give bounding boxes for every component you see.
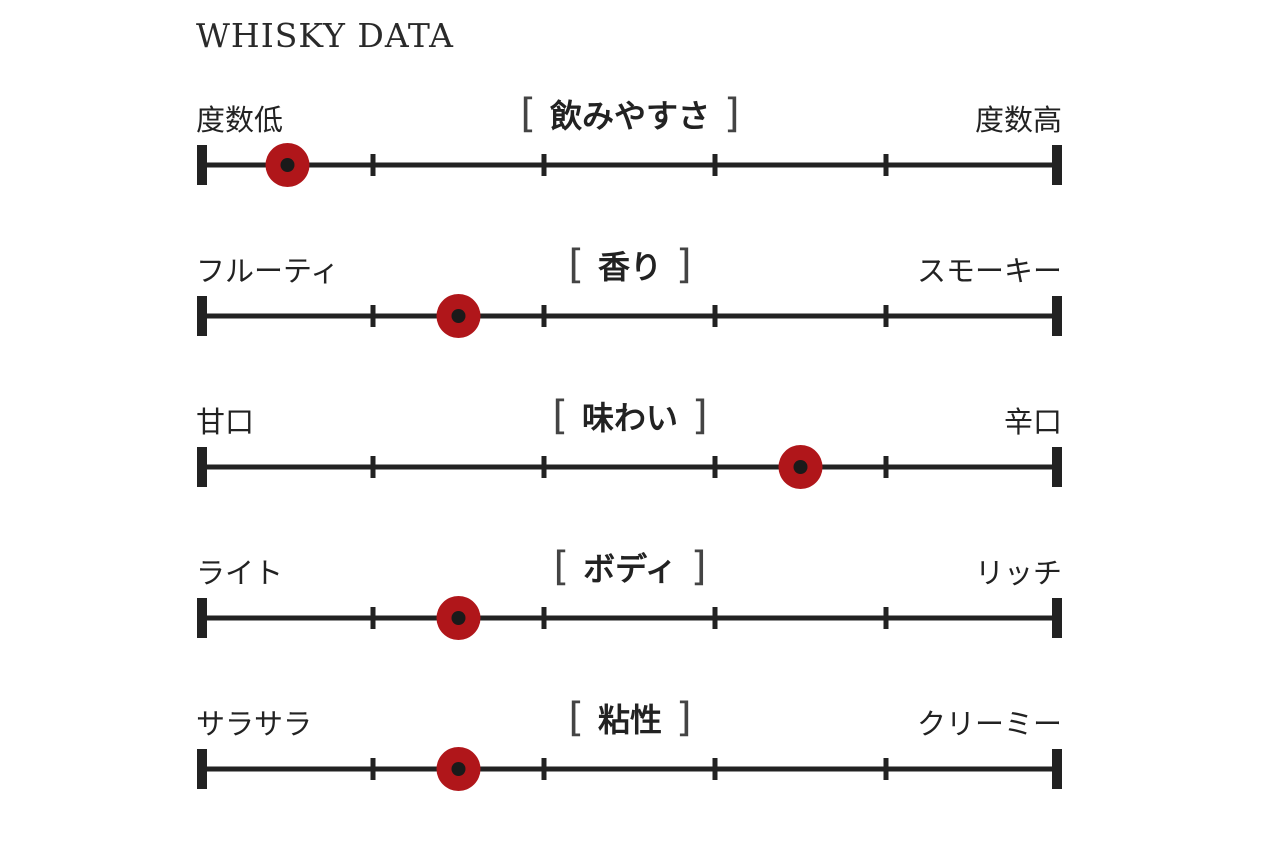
bracket-open: [ bbox=[553, 544, 570, 590]
category-label: 粘性 bbox=[597, 701, 662, 739]
bracket-close: ] bbox=[690, 544, 707, 590]
tick-mark bbox=[883, 154, 889, 176]
scale-row: サラサラ [ 粘性] クリーミー bbox=[0, 695, 1280, 855]
category-heading: [ 香り] bbox=[0, 241, 1260, 291]
bracket-open: [ bbox=[568, 242, 584, 288]
category-heading: [ ボディ] bbox=[0, 543, 1260, 593]
end-cap bbox=[197, 598, 207, 638]
category-label: 香り bbox=[597, 248, 662, 286]
tick-mark bbox=[883, 758, 889, 780]
category-heading: [ 飲みやすさ] bbox=[0, 90, 1260, 140]
value-marker-center bbox=[451, 762, 466, 776]
tick-mark bbox=[541, 758, 547, 780]
left-label: 甘口 bbox=[196, 405, 255, 439]
tick-mark bbox=[883, 305, 889, 327]
end-cap bbox=[1052, 447, 1062, 487]
tick-mark bbox=[541, 305, 547, 327]
bracket-close: ] bbox=[724, 91, 740, 137]
axis-line bbox=[202, 464, 1057, 470]
category-heading: [ 粘性] bbox=[0, 694, 1260, 744]
scale-axis bbox=[197, 445, 1062, 489]
scale-axis bbox=[197, 294, 1062, 338]
tick-mark bbox=[370, 305, 376, 327]
axis-line bbox=[202, 313, 1057, 319]
scale-row: フルーティ [ 香り] スモーキー bbox=[0, 242, 1280, 402]
tick-mark bbox=[712, 758, 718, 780]
axis-line bbox=[202, 766, 1057, 772]
tick-mark bbox=[712, 456, 718, 478]
value-marker-center bbox=[280, 158, 295, 172]
value-marker-center bbox=[451, 309, 466, 323]
bracket-close: ] bbox=[692, 393, 708, 439]
tick-mark bbox=[541, 607, 547, 629]
left-label: 度数低 bbox=[196, 103, 284, 137]
right-label: リッチ bbox=[974, 556, 1062, 590]
right-label: 度数高 bbox=[974, 103, 1062, 137]
tick-mark bbox=[883, 607, 889, 629]
end-cap bbox=[197, 749, 207, 789]
left-label: フルーティ bbox=[196, 254, 340, 288]
tick-mark bbox=[370, 758, 376, 780]
right-label: クリーミー bbox=[916, 707, 1062, 741]
tick-mark bbox=[370, 607, 376, 629]
tick-mark bbox=[883, 456, 889, 478]
value-marker-center bbox=[451, 611, 466, 625]
end-cap bbox=[1052, 296, 1062, 336]
category-label: 飲みやすさ bbox=[549, 97, 710, 135]
scale-axis bbox=[197, 596, 1062, 640]
end-cap bbox=[1052, 145, 1062, 185]
category-heading: [ 味わい] bbox=[0, 392, 1260, 442]
tick-mark bbox=[370, 456, 376, 478]
right-label: 辛口 bbox=[1003, 405, 1062, 439]
end-cap bbox=[197, 145, 207, 185]
scale-axis bbox=[197, 747, 1062, 791]
right-label: スモーキー bbox=[916, 254, 1062, 288]
bracket-open: [ bbox=[552, 393, 568, 439]
axis-line bbox=[202, 162, 1057, 168]
bracket-close: ] bbox=[676, 695, 692, 741]
axis-line bbox=[202, 615, 1057, 621]
bracket-open: [ bbox=[568, 695, 584, 741]
value-marker-center bbox=[793, 460, 808, 474]
tick-mark bbox=[541, 456, 547, 478]
category-label: ボディ bbox=[583, 550, 677, 588]
tick-mark bbox=[712, 305, 718, 327]
tick-mark bbox=[712, 607, 718, 629]
end-cap bbox=[197, 447, 207, 487]
scale-axis bbox=[197, 143, 1062, 187]
left-label: サラサラ bbox=[196, 707, 313, 741]
scale-row: 甘口 [ 味わい] 辛口 bbox=[0, 393, 1280, 553]
end-cap bbox=[1052, 749, 1062, 789]
left-label: ライト bbox=[196, 556, 284, 590]
end-cap bbox=[1052, 598, 1062, 638]
bracket-close: ] bbox=[676, 242, 692, 288]
scale-row: ライト [ ボディ] リッチ bbox=[0, 544, 1280, 704]
category-label: 味わい bbox=[581, 399, 678, 437]
end-cap bbox=[197, 296, 207, 336]
tick-mark bbox=[541, 154, 547, 176]
bracket-open: [ bbox=[520, 91, 536, 137]
tick-mark bbox=[370, 154, 376, 176]
page-title: WHISKY DATA bbox=[196, 16, 454, 55]
scale-row: 度数低 [ 飲みやすさ] 度数高 bbox=[0, 91, 1280, 251]
tick-mark bbox=[712, 154, 718, 176]
